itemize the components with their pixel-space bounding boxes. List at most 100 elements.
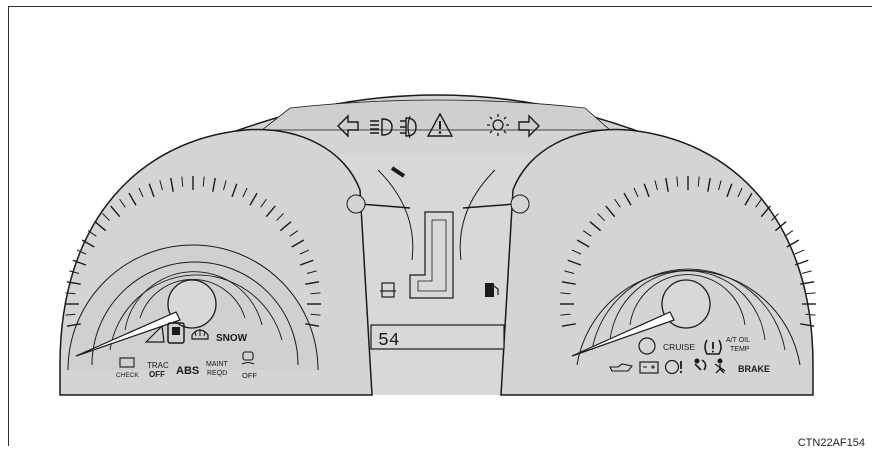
vsc-off-label: OFF [242,371,257,380]
odometer-display [370,324,505,350]
dial-tick [697,176,700,187]
left-dial-face-2 [109,274,283,351]
dial-tick [159,180,163,191]
left-dial-hub [167,279,217,329]
dial-tick [800,323,815,327]
odometer-value: 54 [378,331,400,351]
hazard-triangle-icon [426,112,454,137]
temp-gauge-hot-zone [390,166,406,178]
dial-tick [561,323,576,327]
dial-tick [310,292,321,295]
dial-tick [805,292,816,295]
dial-tick [94,221,107,232]
dial-tick [800,281,815,285]
dial-tick [299,249,310,255]
right-dial-face-4 [629,274,746,326]
dial-tick [760,205,771,218]
tire-pressure-warning-icon [704,339,722,355]
dial-tick [102,213,110,221]
dial-tick [299,259,314,266]
dial-tick [181,176,184,187]
dial-tick [605,205,616,218]
at-oil-temp-label-1: A/T OIL [726,337,750,344]
dial-tick [560,313,571,316]
dial-tick [170,177,174,192]
dial-tick [279,221,292,232]
dial-tick [69,270,80,274]
dial-tick [249,192,258,206]
dial-tick [737,187,743,198]
seatbelt-warning-icon [714,358,726,374]
defroster-icon [191,329,209,340]
engine-malfunction-icon [664,359,683,375]
left-turn-signal-icon [337,114,359,138]
dial-tick [305,323,320,327]
dial-tick [560,292,571,295]
left-dial-needle [75,311,181,357]
left-dial-face [91,261,299,366]
headlight-high-beam-icon [370,118,393,136]
dial-tick [774,221,787,232]
dial-tick [564,270,575,274]
dial-tick [771,213,779,221]
dial-tick [576,239,590,248]
dial-tick [801,270,812,274]
dial-tick [260,198,267,208]
snow-indicator: SNOW [216,333,248,344]
dial-tick [718,180,722,191]
dial-tick [784,230,794,237]
dial-tick [597,213,605,221]
right-dial-housing [500,128,814,396]
door-ajar-icon [380,282,396,298]
dial-tick [81,239,95,248]
left-dial-ticks [65,176,321,327]
trac-off-label-1: TRAC [147,361,169,370]
check-engine-label: CHECK [116,372,139,379]
dial-tick [665,177,669,192]
dial-tick [65,292,76,295]
cluster-hood-inner-2 [260,99,612,131]
dial-tick [87,230,97,237]
maint-reqd-label-2: REQD [207,370,227,377]
dial-tick [289,230,299,237]
figure-code: CTN22AF154 [797,437,865,449]
light-on-icon [487,114,509,136]
dial-tick [633,187,639,198]
temp-gauge-needle [359,203,411,209]
dial-tick [676,176,679,187]
dial-tick [212,177,216,192]
slip-indicator-icon [144,324,165,343]
brake-warning-label: BRAKE [738,364,770,374]
dial-tick [571,249,582,255]
dial-tick [654,180,658,191]
low-tire-pressure-icon [167,322,185,344]
at-oil-temp-label-2: TEMP [730,346,750,353]
left-dial-face-3 [124,271,263,331]
temp-gauge-arc [377,169,414,261]
dial-tick [726,183,733,198]
dial-tick [65,313,76,316]
dial-tick [794,259,809,266]
dial-tick [76,249,87,255]
dial-tick [138,187,144,198]
right-dial-hub [661,279,711,329]
abs-indicator: ABS [176,365,199,377]
dial-tick [72,259,87,266]
fuel-gauge-arc [459,169,496,261]
dial-tick [805,313,816,316]
dial-tick [276,213,284,221]
maint-reqd-label-1: MAINT [206,361,229,368]
right-dial-face-2 [591,268,786,351]
right-dial-face-3 [609,270,766,341]
dial-tick [291,239,305,248]
battery-charge-icon [639,361,659,374]
dial-tick [110,205,121,218]
dial-tick [305,281,320,285]
dial-tick [128,192,137,206]
dial-tick [66,281,81,285]
fuel-gauge-needle [462,203,516,209]
fuel-pump-icon [485,283,499,297]
cruise-label: CRUISE [663,342,695,352]
